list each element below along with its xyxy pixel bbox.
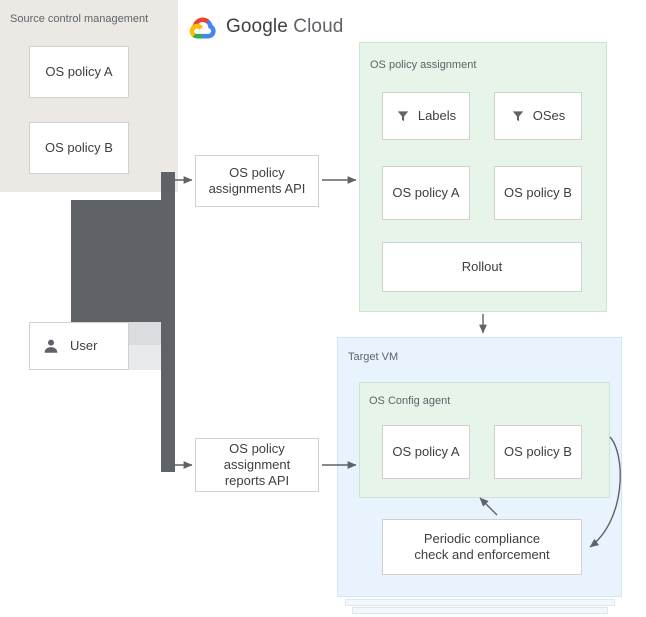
assignments-api-line1: OS policy bbox=[229, 164, 285, 180]
box-agent-os-policy-a-label: OS policy A bbox=[392, 443, 460, 459]
box-agent-os-policy-a[interactable]: OS policy A bbox=[382, 425, 470, 479]
box-os-policy-assignments-api[interactable]: OS policy assignments API bbox=[195, 155, 319, 207]
connector-tab-upper bbox=[126, 322, 162, 345]
connector-vertical-bar bbox=[161, 172, 175, 472]
reports-api-line2: assignment bbox=[223, 456, 291, 472]
box-assignment-os-policy-b[interactable]: OS policy B bbox=[494, 166, 582, 220]
google-cloud-mark-icon bbox=[189, 17, 216, 39]
filter-icon bbox=[397, 111, 409, 122]
box-oses-label: OSes bbox=[532, 107, 566, 123]
filter-icon bbox=[512, 111, 523, 122]
box-labels[interactable]: Labels bbox=[382, 92, 470, 140]
region-label-source-control-management: Source control management bbox=[10, 13, 149, 25]
periodic-line1: Periodic compliance bbox=[423, 530, 541, 546]
reports-api-line1: OS policy bbox=[229, 440, 285, 456]
box-scm-os-policy-b[interactable]: OS policy B bbox=[29, 122, 129, 174]
connector-tab-lower bbox=[126, 345, 162, 370]
box-agent-os-policy-b[interactable]: OS policy B bbox=[494, 425, 582, 479]
region-label-os-policy-assignment: OS policy assignment bbox=[370, 59, 477, 71]
google-cloud-logo: Google Cloud bbox=[189, 14, 343, 40]
box-scm-os-policy-b-label: OS policy B bbox=[45, 139, 113, 155]
connector-block bbox=[71, 200, 175, 344]
region-label-target-vm: Target VM bbox=[348, 351, 399, 363]
box-rollout[interactable]: Rollout bbox=[382, 242, 582, 292]
box-periodic-compliance-label: Periodic compliance check and enforcemen… bbox=[414, 531, 549, 564]
box-assignment-os-policy-a-label: OS policy A bbox=[392, 184, 460, 200]
box-os-policy-assignment-reports-api-label: OS policy assignment reports API bbox=[224, 441, 290, 490]
periodic-line2: check and enforcement bbox=[414, 547, 550, 562]
box-assignment-os-policy-a[interactable]: OS policy A bbox=[382, 166, 470, 220]
vm-stack-plate-2 bbox=[352, 607, 608, 614]
box-os-policy-assignment-reports-api[interactable]: OS policy assignment reports API bbox=[195, 438, 319, 492]
box-os-policy-assignments-api-label: OS policy assignments API bbox=[209, 165, 306, 198]
vm-stack-plate-1 bbox=[345, 599, 615, 606]
box-labels-label: Labels bbox=[417, 107, 457, 123]
box-agent-os-policy-b-label: OS policy B bbox=[504, 443, 572, 459]
assignments-api-line2: assignments API bbox=[208, 181, 306, 196]
reports-api-line3: reports API bbox=[224, 473, 290, 489]
google-cloud-wordmark: Google Cloud bbox=[226, 16, 343, 38]
box-user-label: User bbox=[70, 337, 98, 353]
box-assignment-os-policy-b-label: OS policy B bbox=[504, 184, 572, 200]
google-cloud-wordmark-cloud: Cloud bbox=[293, 16, 344, 37]
google-cloud-wordmark-google: Google bbox=[226, 16, 288, 37]
box-scm-os-policy-a-label: OS policy A bbox=[45, 63, 113, 79]
box-periodic-compliance[interactable]: Periodic compliance check and enforcemen… bbox=[382, 519, 582, 575]
box-rollout-label: Rollout bbox=[461, 258, 503, 274]
box-scm-os-policy-a[interactable]: OS policy A bbox=[29, 46, 129, 98]
box-user[interactable]: User bbox=[29, 322, 129, 370]
box-oses[interactable]: OSes bbox=[494, 92, 582, 140]
person-icon bbox=[44, 339, 58, 353]
region-label-os-config-agent: OS Config agent bbox=[369, 395, 451, 407]
